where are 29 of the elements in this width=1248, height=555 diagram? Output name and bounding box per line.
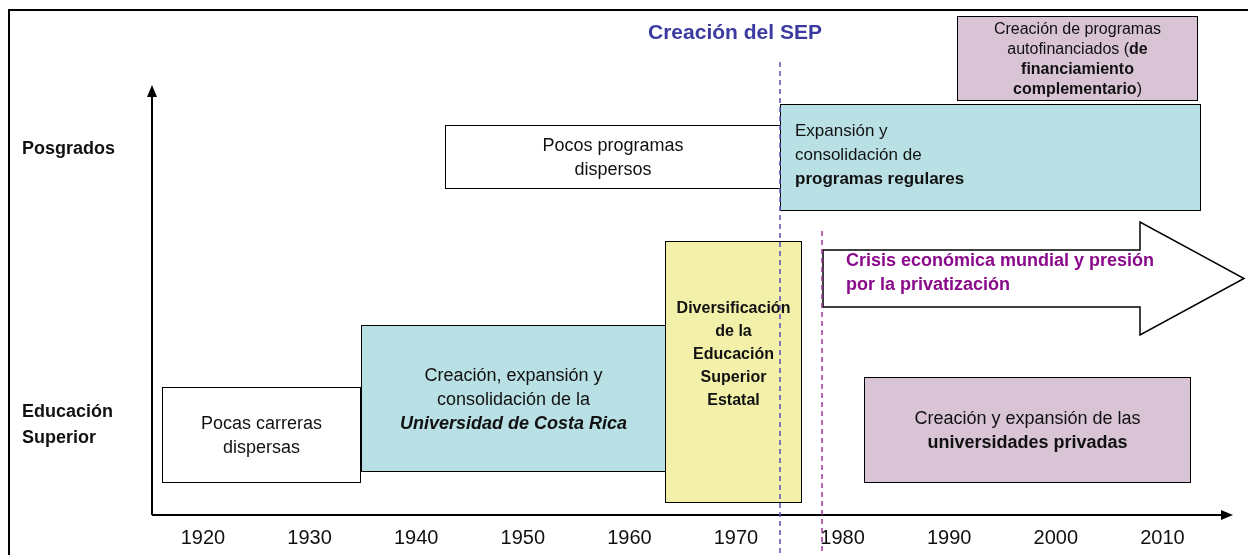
axis-tick-label: 1950 bbox=[499, 526, 547, 549]
period-box bbox=[361, 325, 666, 472]
axis-tick-label: 1930 bbox=[286, 526, 333, 549]
box-text: Pocas carreras dispersas bbox=[199, 412, 323, 459]
axis-tick-label: 1920 bbox=[179, 526, 227, 549]
axis-tick-label: 2010 bbox=[1139, 526, 1186, 549]
box-text: Pocos programas dispersos bbox=[541, 134, 685, 181]
axis-tick-label: 1960 bbox=[606, 526, 653, 549]
box-text: Expansión y consolidación de programas regulares bbox=[795, 120, 966, 190]
block-arrow-shape bbox=[822, 221, 1246, 336]
box-text: Diversificación de la Educación Superior Estatal bbox=[675, 298, 792, 410]
period-box bbox=[957, 16, 1198, 101]
row-label: Posgrados bbox=[22, 137, 117, 160]
title: Creación del SEP bbox=[648, 20, 822, 44]
axis-tick-label: 1980 bbox=[819, 526, 866, 549]
box-text: Creación de programas autofinanciados (de financiamiento complementario) bbox=[992, 18, 1163, 99]
axis-tick-label: 1990 bbox=[925, 526, 973, 549]
axis-tick-label: 1970 bbox=[712, 526, 760, 549]
box-text: Creación y expansión de las universidades privadas bbox=[913, 407, 1142, 454]
period-box bbox=[665, 241, 802, 503]
box-text: Crisis económica mundial y presión por la privatización bbox=[846, 249, 1156, 296]
box-text: Creación, expansión y consolidación de la Universidad de Costa Rica bbox=[398, 363, 629, 435]
period-box bbox=[780, 104, 1201, 211]
axis-tick-label: 1940 bbox=[392, 526, 440, 549]
period-box bbox=[864, 377, 1191, 483]
axis-tick-label: 2000 bbox=[1032, 526, 1080, 549]
period-box bbox=[162, 387, 361, 483]
period-box bbox=[445, 125, 781, 189]
row-label: Educación Superior bbox=[22, 400, 115, 449]
